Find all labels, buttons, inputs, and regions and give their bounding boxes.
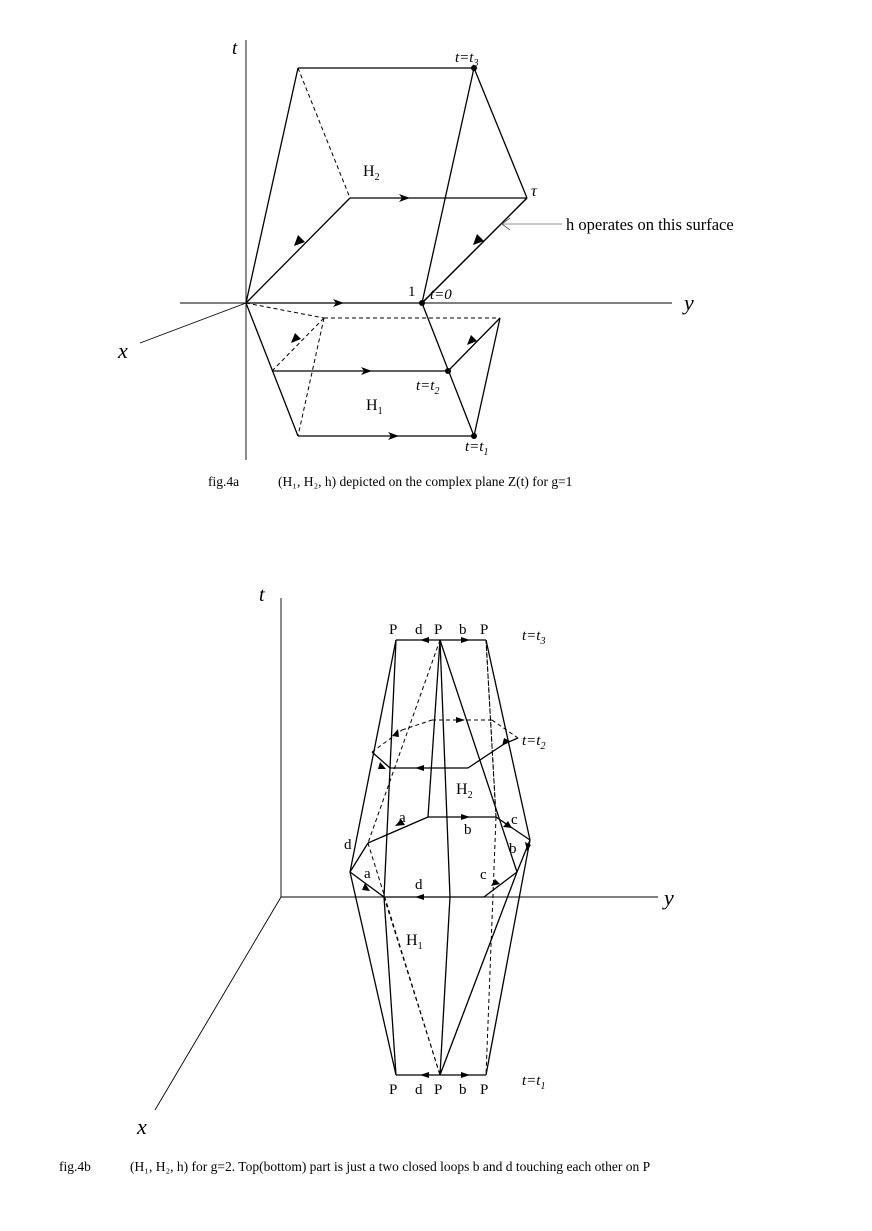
t-axis-label-a: t xyxy=(232,38,238,59)
h1-label-b: H1 xyxy=(406,932,423,952)
arrow-icon xyxy=(333,299,344,307)
arrow-icon xyxy=(491,879,500,886)
lower-box-a xyxy=(245,302,501,437)
h2-label-a: H2 xyxy=(363,163,380,183)
arrow-icon xyxy=(378,762,386,769)
t0-label: t=0 xyxy=(430,287,452,303)
y-axis-label-a: y xyxy=(682,290,694,315)
arrow-icon xyxy=(525,842,531,851)
mid-a-low: a xyxy=(364,866,371,882)
arrow-icon xyxy=(473,234,484,245)
fig-4a: t y x t=t3 τ H2 h operates on this surfa… xyxy=(117,38,734,489)
t3-label-a: t=t3 xyxy=(455,50,478,69)
t3-label-b: t=t3 xyxy=(522,628,545,647)
arrow-icon xyxy=(456,717,465,723)
bot-p1: P xyxy=(389,1082,397,1098)
arrow-icon xyxy=(420,637,429,643)
arrow-icon xyxy=(461,814,470,820)
arrow-icon xyxy=(392,729,399,737)
outer-surface-b xyxy=(349,639,531,1076)
h-note-label: h operates on this surface xyxy=(566,215,734,234)
caption-text-b: (H₁, H₂, h) for g=2. Top(bottom) part is… xyxy=(130,1159,650,1174)
arrow-icon xyxy=(415,894,424,900)
top-p2: P xyxy=(434,622,442,638)
point-t3 xyxy=(471,65,477,71)
arrow-icon xyxy=(388,432,399,440)
t-axis-label-b: t xyxy=(259,584,265,606)
top-d: d xyxy=(415,622,423,638)
y-axis-label-b: y xyxy=(662,885,674,910)
arrow-icon xyxy=(503,821,512,828)
mid-a-top: a xyxy=(399,810,406,826)
x-axis-a xyxy=(139,302,247,344)
x-axis-label-b: x xyxy=(136,1114,147,1139)
arrow-icon xyxy=(361,367,372,375)
arrow-icon xyxy=(467,335,477,345)
one-label: 1 xyxy=(408,284,416,300)
arrow-icon xyxy=(362,883,370,891)
top-p1: P xyxy=(389,622,397,638)
t1-label-a: t=t1 xyxy=(465,439,488,458)
arrow-icon xyxy=(399,194,410,202)
mid-d-low: d xyxy=(415,877,423,893)
arrow-icon xyxy=(415,765,424,771)
fig-4b: t y x P d P b P t=t3 t=t2 H2 a b c d b a… xyxy=(59,584,674,1174)
arrow-icon xyxy=(502,738,510,746)
x-axis-b xyxy=(154,896,282,1111)
arrow-icon xyxy=(420,1072,429,1078)
hidden-edges-b xyxy=(367,639,518,1076)
bot-p2: P xyxy=(434,1082,442,1098)
caption-number-b: fig.4b xyxy=(59,1159,91,1174)
caption-text-a: (H₁, H₂, h) depicted on the complex plan… xyxy=(278,474,572,489)
top-b: b xyxy=(459,622,467,638)
t1-label-b: t=t1 xyxy=(522,1073,545,1092)
tau-label: τ xyxy=(531,183,538,200)
upper-box-a xyxy=(245,67,528,304)
arrow-icon xyxy=(294,235,305,246)
t2-label-a: t=t2 xyxy=(416,378,439,397)
top-p3: P xyxy=(480,622,488,638)
mid-b-right: b xyxy=(509,841,517,857)
bot-p3: P xyxy=(480,1082,488,1098)
mid-c-low: c xyxy=(480,867,487,883)
point-t1 xyxy=(471,433,477,439)
mid-d-left: d xyxy=(344,837,352,853)
t2-label-b: t=t2 xyxy=(522,733,545,752)
arrow-icon xyxy=(395,819,405,826)
h2-label-b: H2 xyxy=(456,781,473,801)
arrow-icon xyxy=(461,1072,470,1078)
bot-b: b xyxy=(459,1082,467,1098)
bot-d: d xyxy=(415,1082,423,1098)
point-one xyxy=(419,300,425,306)
h1-label-a: H1 xyxy=(366,397,383,417)
arrow-icon xyxy=(461,637,470,643)
mid-c-top: c xyxy=(511,812,518,828)
point-t2 xyxy=(445,368,451,374)
x-axis-label-a: x xyxy=(117,338,128,363)
arrow-icon xyxy=(291,333,301,343)
caption-number-a: fig.4a xyxy=(208,474,239,489)
mid-b-top: b xyxy=(464,822,472,838)
